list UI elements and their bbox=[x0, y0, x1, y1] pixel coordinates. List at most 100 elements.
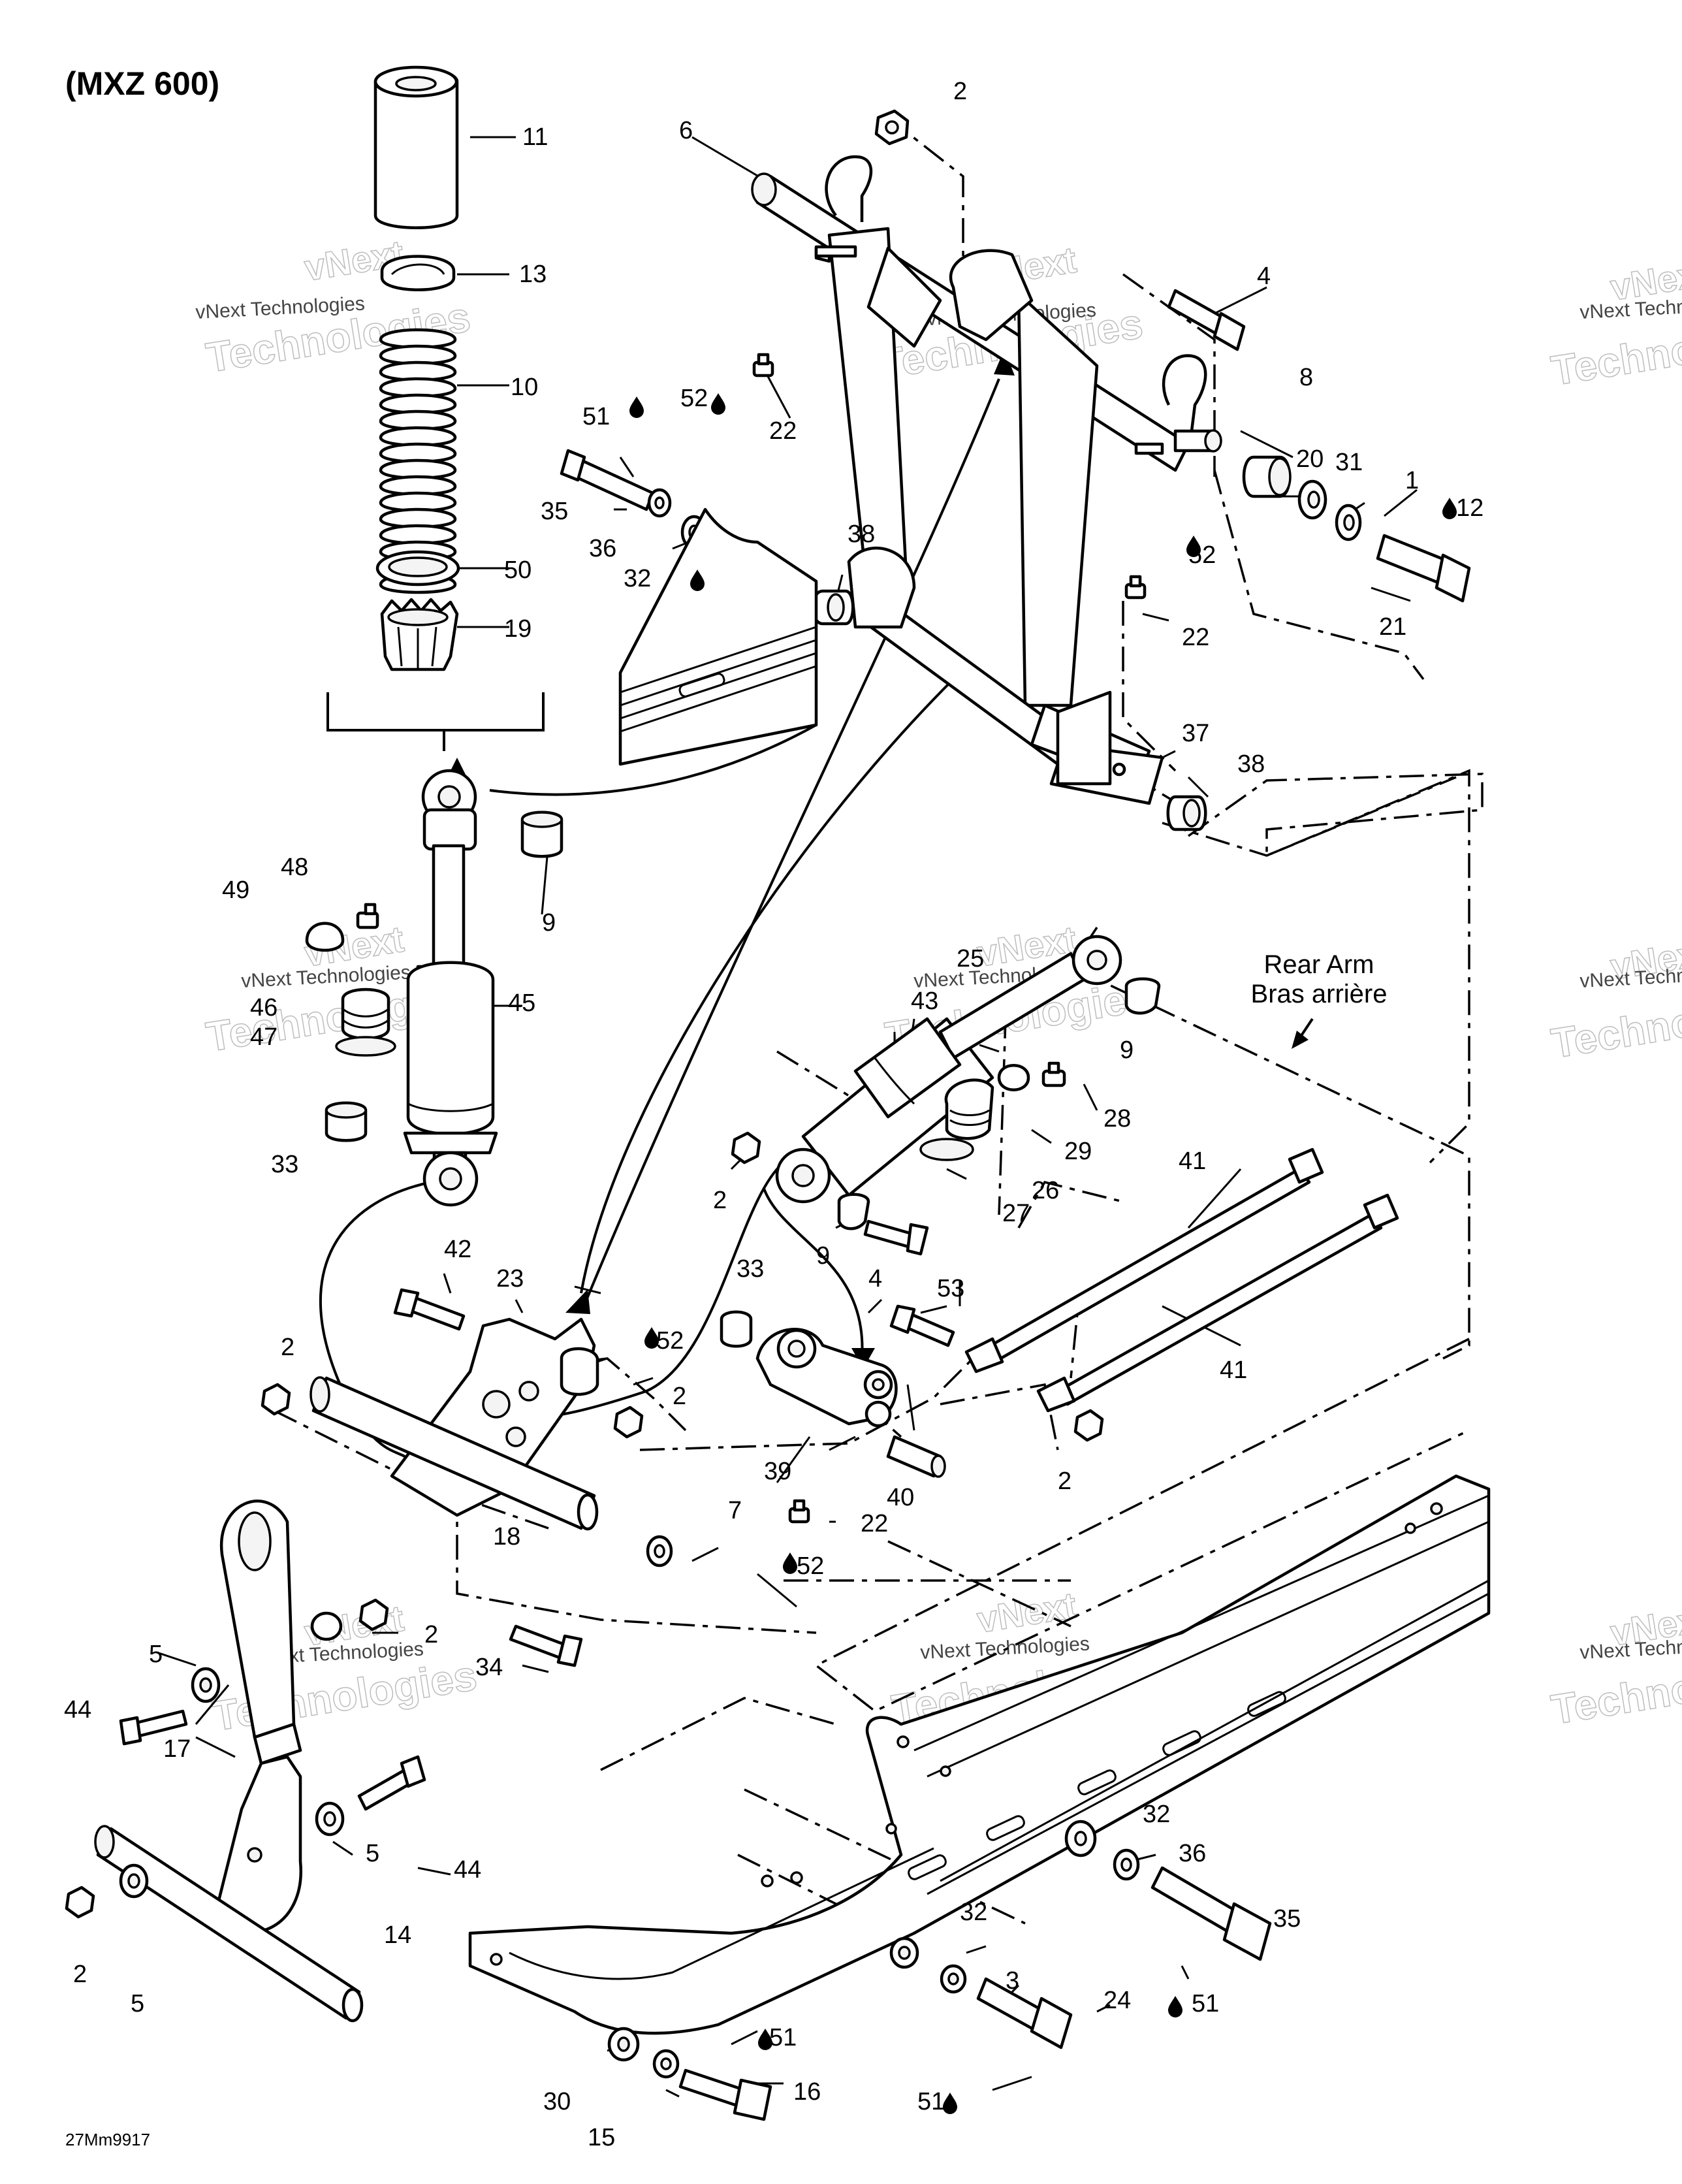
part-49-cap bbox=[305, 922, 345, 952]
part-38-bushing bbox=[811, 589, 855, 626]
callout-41: 41 bbox=[1179, 1148, 1206, 1175]
callout-28: 28 bbox=[1103, 1105, 1131, 1132]
callout-9: 9 bbox=[1120, 1036, 1134, 1064]
callout-31: 31 bbox=[1335, 449, 1363, 476]
part-35-bolt bbox=[560, 449, 655, 511]
callout-37: 37 bbox=[1182, 720, 1209, 747]
spring-bracket bbox=[326, 692, 545, 751]
callout-4: 4 bbox=[868, 1265, 882, 1293]
part-18-cross-shaft bbox=[309, 1376, 599, 1531]
callout-50: 50 bbox=[504, 556, 532, 584]
callout-53: 53 bbox=[937, 1275, 964, 1302]
part-31-washer bbox=[1297, 479, 1327, 520]
callout-51: 51 bbox=[1192, 1990, 1219, 2017]
rear-arm-label-en: Rear Arm bbox=[1264, 950, 1374, 979]
callout-44: 44 bbox=[64, 1696, 91, 1724]
part-24-bolt bbox=[976, 1977, 1073, 2049]
callout-11: 11 bbox=[522, 123, 548, 151]
part-16-bolt bbox=[678, 2068, 772, 2121]
callout-5: 5 bbox=[149, 1641, 163, 1668]
diagram-title: (MXZ 600) bbox=[65, 65, 219, 102]
part-4-bolt-rear bbox=[863, 1219, 929, 1256]
figure-code: 27Mm9917 bbox=[65, 2130, 150, 2149]
part-5-washer-b bbox=[315, 1801, 345, 1837]
part-26-27-boot bbox=[919, 1078, 994, 1161]
rail-section-top bbox=[618, 507, 818, 766]
callout-2: 2 bbox=[673, 1383, 686, 1410]
part-7-washer bbox=[646, 1535, 673, 1567]
watermark-big-2: Technologies bbox=[1548, 979, 1682, 1067]
part-5-washer-a bbox=[191, 1667, 221, 1703]
callout-24: 24 bbox=[1103, 1987, 1131, 2014]
callout-33: 33 bbox=[271, 1151, 298, 1178]
part-14-shaft bbox=[94, 1825, 364, 2023]
callout-5: 5 bbox=[131, 1990, 144, 2017]
part-53-bolt bbox=[889, 1304, 955, 1347]
part-11-spring-cover bbox=[373, 65, 459, 229]
callout-14: 14 bbox=[384, 1921, 411, 1949]
part-50-ring bbox=[375, 550, 460, 586]
part-22-grease-fitting bbox=[752, 353, 774, 377]
callout-16: 16 bbox=[793, 2078, 821, 2106]
part-25-rear-shock bbox=[775, 935, 1122, 1204]
callout-32: 32 bbox=[624, 565, 651, 592]
callout-49: 49 bbox=[222, 876, 249, 904]
callout-52: 52 bbox=[797, 1552, 824, 1580]
callout-30: 30 bbox=[543, 2088, 571, 2115]
lubricant-drop-icon bbox=[1168, 1996, 1182, 2017]
callout-40: 40 bbox=[887, 1484, 914, 1511]
part-21-bolt bbox=[1376, 534, 1471, 603]
callout-51: 51 bbox=[582, 403, 610, 430]
callout-22: 22 bbox=[1182, 624, 1209, 651]
part-37-grease bbox=[1112, 762, 1126, 777]
part-28-grease-fitting bbox=[1041, 1061, 1066, 1087]
part-40-bushing bbox=[886, 1435, 946, 1478]
callout-38: 38 bbox=[848, 521, 875, 548]
callout-19: 19 bbox=[504, 615, 532, 643]
part-9-bushing-rear bbox=[1124, 977, 1161, 1015]
lubricant-drop-icon bbox=[711, 393, 725, 415]
callout-2: 2 bbox=[73, 1961, 87, 1988]
callout-6: 6 bbox=[679, 117, 693, 144]
callout-2: 2 bbox=[424, 1621, 438, 1648]
part-22-grease-fitting-2 bbox=[1124, 575, 1147, 600]
callout-39: 39 bbox=[764, 1458, 791, 1485]
part-2-nut-lower bbox=[358, 1598, 389, 1631]
part-4-bolt bbox=[1167, 289, 1246, 351]
callout-2: 2 bbox=[1058, 1468, 1071, 1495]
part-2-nut-link bbox=[1073, 1409, 1104, 1442]
callout-26: 26 bbox=[1032, 1177, 1059, 1204]
callout-46: 46 bbox=[250, 994, 278, 1021]
part-22-grease-fitting-rear bbox=[788, 1499, 810, 1524]
callout-48: 48 bbox=[281, 854, 308, 881]
callout-9: 9 bbox=[816, 1242, 830, 1270]
part-41-link-rod-2 bbox=[1036, 1193, 1399, 1413]
part-6-front-arm bbox=[751, 155, 1207, 805]
callout-51: 51 bbox=[917, 2088, 945, 2115]
part-20-bushing bbox=[1242, 455, 1292, 498]
part-30-washer bbox=[607, 2027, 640, 2062]
part-48-grease-fitting bbox=[356, 903, 379, 929]
part-35-bolt-rail bbox=[1150, 1866, 1272, 1961]
part-38-bushing-2 bbox=[1166, 795, 1207, 831]
part-13-clip bbox=[380, 255, 456, 291]
callout-22: 22 bbox=[861, 1510, 888, 1537]
callout-52: 52 bbox=[680, 385, 708, 412]
part-45-shock-absorber bbox=[403, 769, 498, 1207]
lubricant-drop-icon bbox=[1186, 536, 1201, 557]
callout-27: 27 bbox=[1002, 1200, 1030, 1227]
callout-44: 44 bbox=[454, 1856, 481, 1884]
callout-21: 21 bbox=[1379, 613, 1406, 641]
callout-52: 52 bbox=[656, 1327, 684, 1355]
part-32-washer-rail-2 bbox=[889, 1936, 919, 1969]
callout-32: 32 bbox=[1143, 1801, 1170, 1828]
part-2-nut-bracket-2 bbox=[613, 1405, 644, 1439]
callout-18: 18 bbox=[493, 1523, 520, 1550]
callout-23: 23 bbox=[496, 1265, 524, 1293]
part-41-link-rod-1 bbox=[964, 1148, 1324, 1373]
part-3-washer bbox=[940, 1964, 967, 1994]
lubricant-drop-icon bbox=[629, 396, 644, 418]
lubricant-drop-icon bbox=[943, 2093, 957, 2114]
